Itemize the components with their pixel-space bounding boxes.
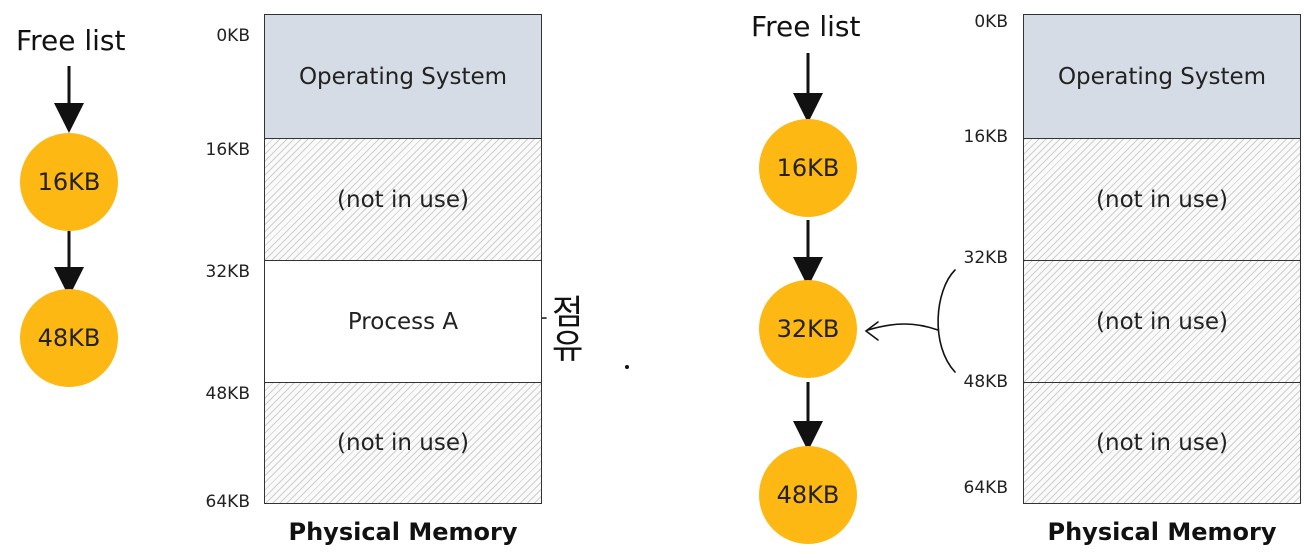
left-physical-memory: Operating System (not in use) Process A … — [264, 14, 542, 504]
right-addr-16kb: 16KB — [963, 127, 1008, 147]
right-node-48kb: 48KB — [759, 446, 857, 544]
left-seg-os: Operating System — [265, 15, 541, 138]
right-seg-free-1: (not in use) — [1024, 138, 1300, 260]
right-curved-pointer — [864, 269, 956, 373]
right-caption: Physical Memory — [1047, 518, 1277, 546]
right-physical-memory: Operating System (not in use) (not in us… — [1023, 14, 1301, 504]
left-addr-32kb: 32KB — [205, 262, 250, 282]
right-seg-os: Operating System — [1024, 15, 1300, 138]
left-node-48kb: 48KB — [20, 289, 118, 387]
left-free-list-title: Free list — [16, 24, 126, 57]
right-seg-free-3: (not in use) — [1024, 382, 1300, 503]
right-seg-free-2: (not in use) — [1024, 260, 1300, 382]
right-node-32kb: 32KB — [759, 280, 857, 378]
right-addr-64kb: 64KB — [963, 478, 1008, 498]
left-seg-free-2: (not in use) — [265, 382, 541, 503]
right-addr-0kb: 0KB — [974, 12, 1008, 32]
right-addr-48kb: 48KB — [963, 372, 1008, 392]
left-caption: Physical Memory — [288, 518, 518, 546]
left-addr-64kb: 64KB — [205, 492, 250, 512]
left-addr-16kb: 16KB — [205, 140, 250, 160]
left-node-16kb: 16KB — [20, 133, 118, 231]
left-addr-48kb: 48KB — [205, 384, 250, 404]
left-seg-process-a: Process A — [265, 260, 541, 382]
left-annotation-korean: 점유 — [552, 293, 584, 367]
right-addr-32kb: 32KB — [963, 248, 1008, 268]
left-addr-0kb: 0KB — [216, 26, 250, 46]
right-free-list-title: Free list — [751, 10, 861, 43]
right-node-16kb: 16KB — [759, 119, 857, 217]
left-seg-free-1: (not in use) — [265, 138, 541, 260]
